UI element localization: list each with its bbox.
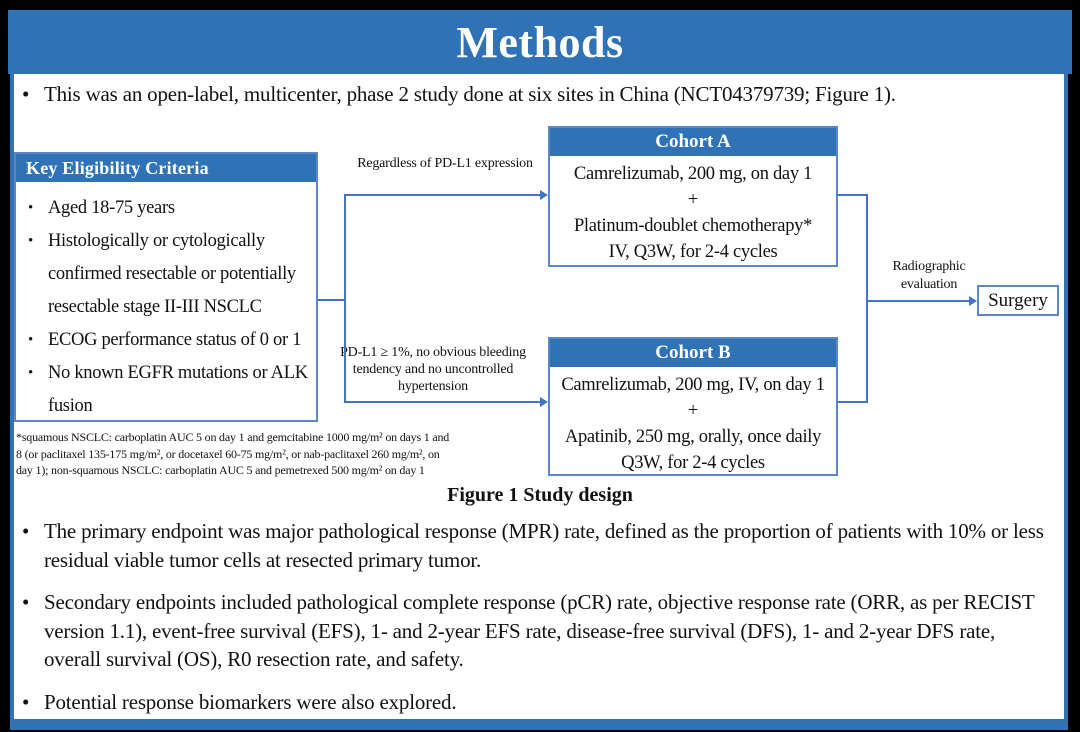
arrowhead-cohort-b (540, 397, 548, 407)
cohort-b-line: Apatinib, 250 mg, orally, once daily (564, 427, 822, 447)
eligibility-list: Aged 18-75 years Histologically or cytol… (16, 192, 316, 423)
cohort-b-line: + (687, 401, 699, 421)
branch-label-cohort-b: PD-L1 ≥ 1%, no obvious bleeding tendency… (340, 345, 526, 394)
eligibility-item: Aged 18-75 years (26, 192, 310, 225)
cohort-b-box: Cohort B Camrelizumab, 200 mg, IV, on da… (548, 337, 838, 476)
eligibility-box: Key Eligibility Criteria Aged 18-75 year… (14, 152, 318, 422)
surgery-box: Surgery (977, 285, 1059, 316)
connector-cohort-a-out (838, 194, 868, 196)
primary-endpoint-bullet: The primary endpoint was major pathologi… (22, 517, 1056, 574)
eligibility-item: ECOG performance status of 0 or 1 (26, 324, 310, 357)
cohort-a-line: Platinum-doublet chemotherapy* (573, 216, 813, 236)
eligibility-box-header: Key Eligibility Criteria (16, 154, 316, 182)
cohort-b-header: Cohort B (550, 339, 836, 367)
slide-title-bar: Methods (8, 10, 1072, 74)
connector-merge-vertical (866, 194, 868, 403)
intro-bullet: This was an open-label, multicenter, pha… (22, 80, 1056, 109)
cohort-b-line: Camrelizumab, 200 mg, IV, on day 1 (561, 375, 825, 395)
biomarker-bullet: Potential response biomarkers were also … (22, 688, 1056, 717)
figure-caption: Figure 1 Study design (447, 484, 633, 506)
eligibility-item: No known EGFR mutations or ALK fusion (26, 357, 310, 423)
cohort-b-body: Camrelizumab, 200 mg, IV, on day 1 + Apa… (550, 367, 836, 476)
endpoint-bullet-list: The primary endpoint was major pathologi… (22, 517, 1056, 730)
connector-eligibility-stub (318, 299, 346, 301)
arrowhead-surgery (969, 296, 977, 306)
eligibility-item: Histologically or cytologically confirme… (26, 225, 310, 324)
intro-bullet-list: This was an open-label, multicenter, pha… (22, 80, 1056, 123)
cohort-b-line: Q3W, for 2-4 cycles (621, 453, 765, 473)
arrowhead-cohort-a (540, 190, 548, 200)
cohort-a-line: Camrelizumab, 200 mg, on day 1 (573, 164, 813, 184)
connector-branch-vertical (344, 195, 346, 403)
cohort-a-body: Camrelizumab, 200 mg, on day 1 + Platinu… (550, 156, 836, 265)
cohort-a-header: Cohort A (550, 128, 836, 156)
page-title: Methods (456, 17, 624, 67)
evaluation-label: Radiographic evaluation (892, 259, 966, 292)
connector-cohort-b-out (838, 401, 868, 403)
cohort-a-line: IV, Q3W, for 2-4 cycles (608, 242, 778, 262)
connector-to-cohort-b (344, 401, 540, 403)
cohort-a-box: Cohort A Camrelizumab, 200 mg, on day 1 … (548, 126, 838, 267)
connector-to-surgery (866, 300, 969, 302)
connector-to-cohort-a (344, 194, 540, 196)
secondary-endpoint-bullet: Secondary endpoints included pathologica… (22, 588, 1056, 674)
cohort-a-line: + (687, 190, 699, 210)
surgery-label: Surgery (988, 289, 1048, 311)
chemo-footnote: *squamous NSCLC: carboplatin AUC 5 on da… (16, 430, 450, 477)
branch-label-cohort-a: Regardless of PD-L1 expression (357, 156, 533, 171)
